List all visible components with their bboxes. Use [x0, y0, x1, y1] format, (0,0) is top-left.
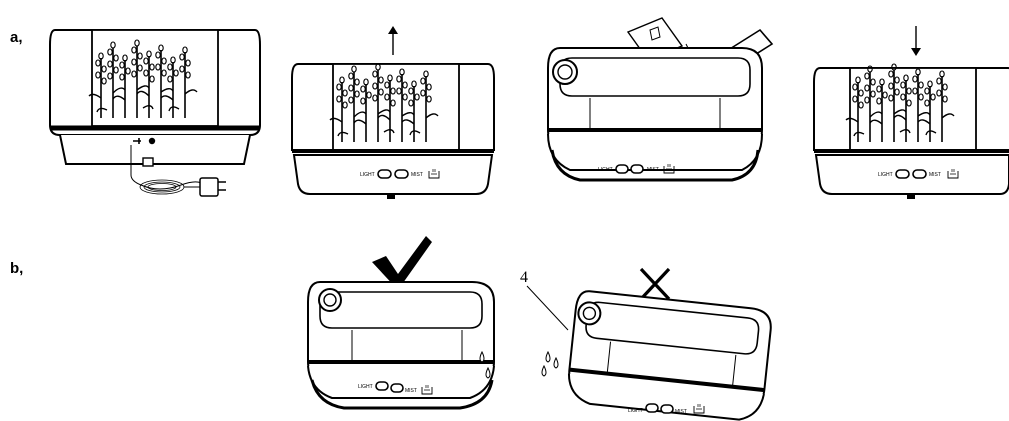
- arrow-up-icon: [388, 26, 398, 55]
- power-adapter-icon: [130, 145, 226, 197]
- light-button[interactable]: [645, 403, 659, 413]
- control-panel: LIGHT MIST: [358, 381, 433, 395]
- control-panel: LIGHT MIST: [360, 168, 440, 179]
- incorrect-placement: 4 LIGHT MIST: [520, 267, 772, 421]
- mist-label: MIST: [411, 172, 423, 178]
- row-label-a: a,: [10, 29, 23, 46]
- light-button[interactable]: [377, 169, 392, 179]
- light-button[interactable]: [375, 381, 389, 391]
- correct-placement: LIGHT MIST: [307, 236, 495, 410]
- row-label-b: b,: [10, 260, 23, 277]
- cross-mark-icon: [639, 267, 671, 301]
- control-panel: LIGHT MIST: [878, 168, 959, 179]
- mist-label: MIST: [929, 172, 941, 178]
- check-mark-icon: [372, 236, 432, 290]
- step1-assembled-diffuser: [49, 29, 261, 167]
- control-panel: LIGHT MIST: [628, 403, 705, 415]
- power-button-icon: [148, 137, 156, 145]
- mist-button[interactable]: [394, 169, 409, 179]
- water-spill-icon: [541, 350, 559, 377]
- arrow-down-icon: [911, 26, 921, 56]
- control-panel: LIGHT MIST: [598, 163, 675, 174]
- mist-button[interactable]: [390, 383, 404, 393]
- callout-number: 4: [520, 269, 528, 286]
- light-label: LIGHT: [878, 172, 893, 178]
- light-label: LIGHT: [360, 172, 375, 178]
- mist-label: MIST: [675, 409, 687, 415]
- dc-jack-icon: [133, 138, 141, 144]
- light-label: LIGHT: [628, 408, 643, 414]
- light-label: LIGHT: [598, 167, 613, 173]
- mist-label: MIST: [405, 388, 417, 394]
- step2-lift-cover: LIGHT MIST: [291, 26, 495, 199]
- step3-add-water-and-oil: LIGHT MIST: [547, 17, 774, 182]
- light-button[interactable]: [615, 164, 629, 174]
- mist-button[interactable]: [660, 404, 674, 414]
- mist-label: MIST: [647, 167, 659, 173]
- light-label: LIGHT: [358, 384, 373, 390]
- step4-replace-cover: LIGHT MIST: [813, 26, 1009, 199]
- light-button[interactable]: [895, 169, 910, 179]
- mist-button[interactable]: [630, 164, 644, 174]
- mist-button[interactable]: [912, 169, 927, 179]
